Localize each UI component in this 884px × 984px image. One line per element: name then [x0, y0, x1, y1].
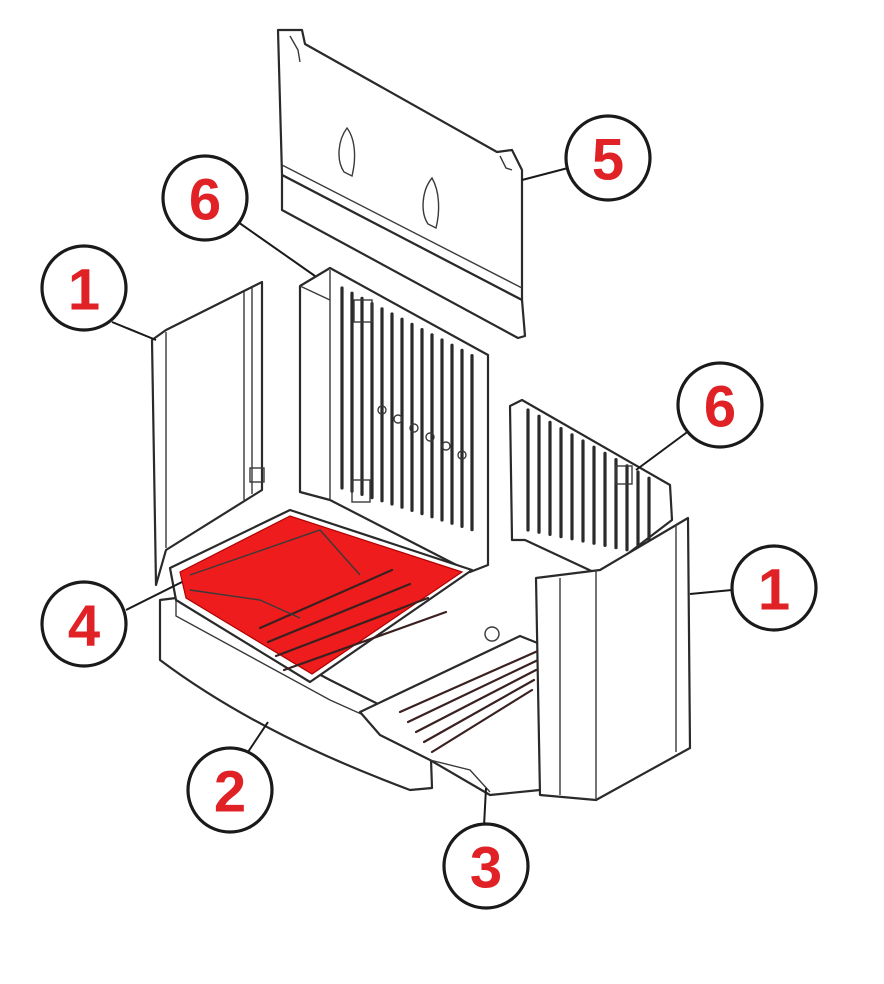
hearth-grate-bar — [282, 610, 448, 672]
back-panel-hole — [393, 414, 403, 424]
floor-grate-bar — [414, 668, 538, 734]
part-1-right-side-brick — [534, 516, 692, 802]
hearth-grate-bar — [266, 582, 412, 644]
back-panel-hole — [409, 423, 419, 433]
part-4-hearth-base — [168, 508, 474, 684]
part-1-left-side-brick — [150, 280, 265, 587]
svg-text:3: 3 — [470, 836, 502, 901]
svg-text:2: 2 — [214, 760, 246, 825]
svg-text:6: 6 — [189, 168, 221, 233]
hearth-grate-bar — [274, 596, 430, 658]
floor-grate-bar — [398, 648, 542, 714]
svg-text:5: 5 — [592, 128, 624, 193]
callout-3: 3 — [442, 822, 530, 910]
part-4-highlight — [179, 515, 464, 675]
part-5-baffle-plate — [276, 28, 527, 340]
callout-1-right: 1 — [730, 544, 818, 632]
callout-2: 2 — [186, 746, 274, 834]
part-6-back-panel — [298, 266, 490, 574]
back-panel-hole — [425, 432, 435, 442]
back-panel-hole — [457, 450, 467, 460]
floor-grate-bar — [422, 678, 536, 744]
svg-text:1: 1 — [758, 558, 790, 623]
part-6-right-panel — [508, 398, 674, 577]
callout-6-back: 6 — [161, 154, 249, 242]
back-panel-hole — [441, 441, 451, 451]
callout-4: 4 — [40, 580, 128, 668]
leader-lines — [111, 167, 733, 827]
svg-text:4: 4 — [68, 594, 100, 659]
hearth-grate-bar — [258, 568, 394, 630]
back-panel-hole — [377, 405, 387, 415]
callout-6-right: 6 — [676, 361, 764, 449]
callout-1-left: 1 — [40, 244, 128, 332]
callout-5: 5 — [564, 114, 652, 202]
svg-text:6: 6 — [704, 375, 736, 440]
svg-text:1: 1 — [68, 258, 100, 323]
floor-grate-bar — [406, 658, 540, 724]
floor-grate-bar — [430, 688, 534, 754]
